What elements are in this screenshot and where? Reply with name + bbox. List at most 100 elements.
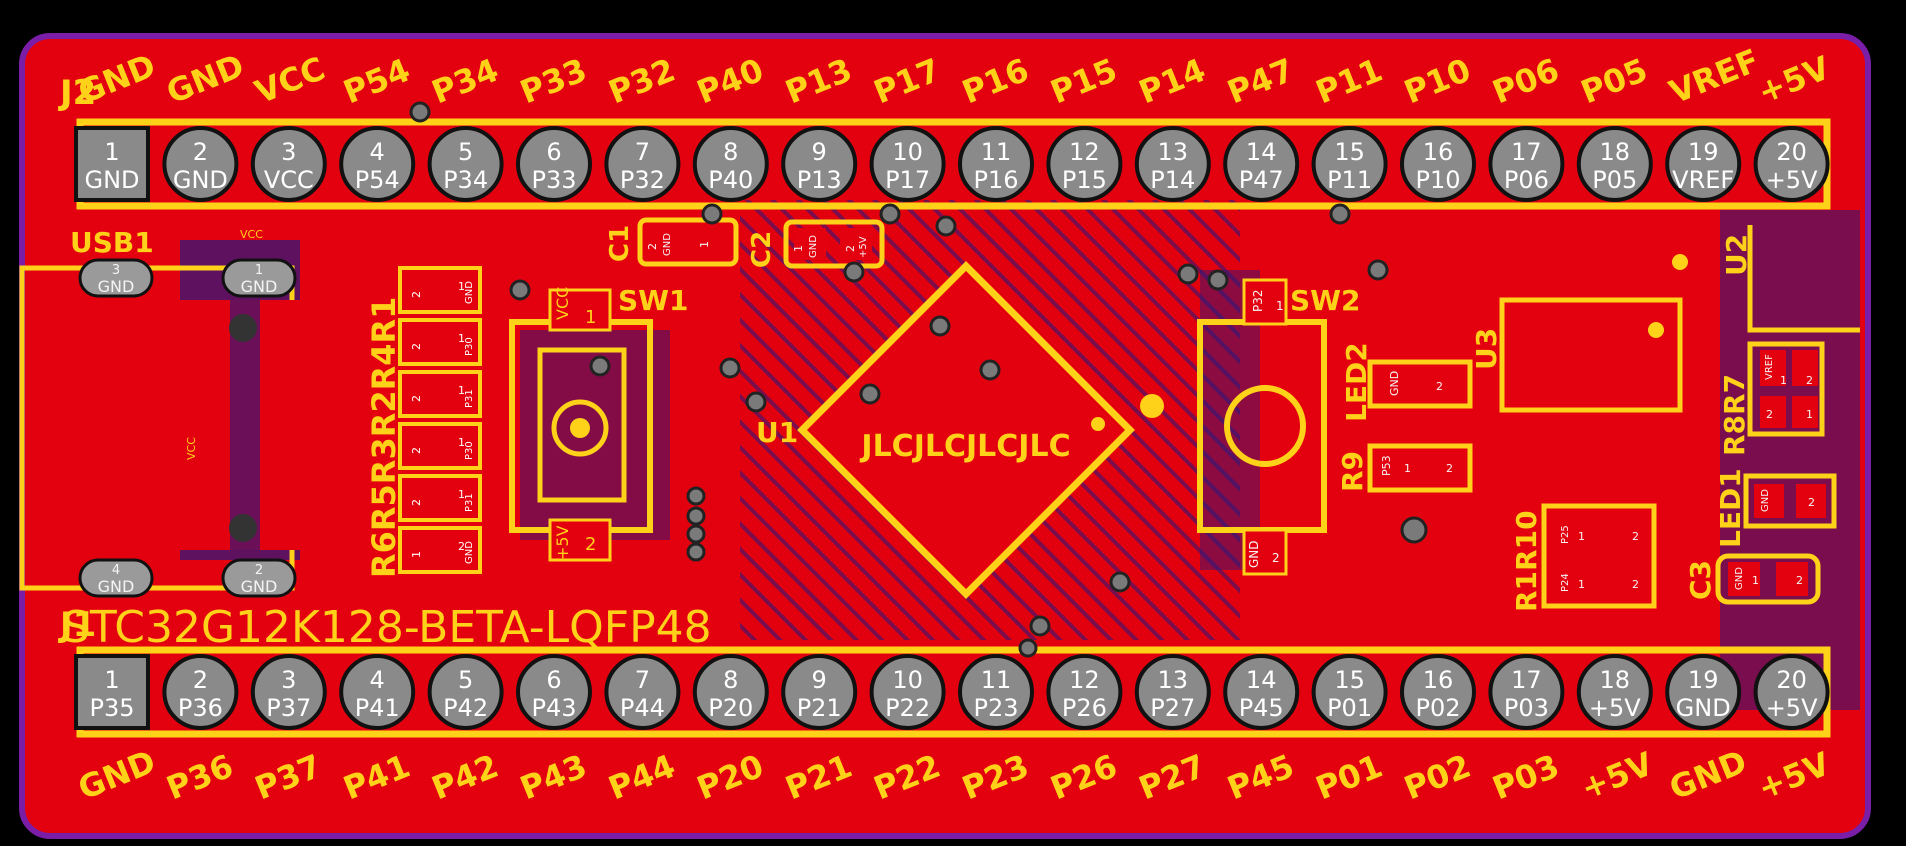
- top-header-designator: J2: [58, 73, 96, 113]
- top-header-pin-number: 18: [1600, 138, 1631, 166]
- svg-text:C1: C1: [605, 225, 635, 262]
- top-header-pin-net: P17: [885, 166, 930, 194]
- svg-text:1: 1: [792, 245, 805, 252]
- top-header-pin-number: 10: [892, 138, 923, 166]
- svg-text:P30: P30: [464, 337, 475, 356]
- top-header-pin-net: P47: [1239, 166, 1284, 194]
- top-header-pin-net: P32: [620, 166, 665, 194]
- usb-connector: USB1 3 GND 1 GND 4 GND 2 GND VCC VCC: [19, 226, 300, 598]
- switch-sw1: SW1 1 VCC 2 +5V: [509, 284, 689, 562]
- bottom-header-pin-number: 15: [1334, 666, 1365, 694]
- svg-text:GND: GND: [98, 277, 135, 296]
- top-header-pin-number: 20: [1776, 138, 1807, 166]
- bottom-header-pin-number: 8: [723, 666, 738, 694]
- bottom-header-pin-net: P20: [708, 694, 753, 722]
- svg-text:LED1: LED1: [1714, 468, 1747, 548]
- svg-text:2: 2: [1436, 380, 1443, 393]
- svg-text:1: 1: [698, 241, 711, 248]
- svg-text:R9: R9: [1336, 451, 1369, 492]
- bottom-header-pin-number: 12: [1069, 666, 1100, 694]
- ic-u2: U2: [1672, 225, 1860, 333]
- u1-designator: U1: [756, 416, 798, 449]
- top-header-pin-number: 12: [1069, 138, 1100, 166]
- svg-text:1: 1: [458, 488, 465, 501]
- resistors-r8-r7: R8R7 VREF 1 2 2 1: [1718, 341, 1825, 456]
- bottom-header: 1P352P363P374P415P426P437P448P209P2110P2…: [58, 605, 1835, 807]
- capacitor-c3: C3 GND 1 2: [1684, 553, 1821, 605]
- bottom-header-pin-net: P36: [178, 694, 223, 722]
- usb-pad-1: 1 GND: [221, 258, 297, 298]
- svg-text:GND: GND: [464, 281, 475, 304]
- led-led1: LED1 GND 2: [1714, 468, 1837, 548]
- svg-text:GND: GND: [464, 541, 475, 564]
- svg-text:VREF: VREF: [1764, 354, 1775, 380]
- svg-text:P31: P31: [464, 389, 475, 408]
- bottom-header-pin-number: 3: [281, 666, 296, 694]
- svg-text:C2: C2: [747, 231, 777, 268]
- top-header-pin-net: P40: [708, 166, 753, 194]
- bottom-header-pin-net: P44: [620, 694, 665, 722]
- bottom-header-pin-number: 17: [1511, 666, 1542, 694]
- top-header-pin-net: P14: [1150, 166, 1195, 194]
- svg-text:GND: GND: [1388, 371, 1401, 396]
- svg-text:2: 2: [458, 540, 465, 553]
- bottom-header-pin-net: P41: [355, 694, 400, 722]
- vias: [409, 101, 1428, 658]
- svg-text:GND: GND: [808, 235, 819, 258]
- bottom-header-pin-number: 13: [1158, 666, 1189, 694]
- top-header-pin-net: P33: [531, 166, 576, 194]
- svg-text:GND: GND: [98, 577, 135, 596]
- svg-text:1: 1: [458, 280, 465, 293]
- svg-text:2: 2: [1796, 574, 1803, 587]
- svg-text:1: 1: [1276, 299, 1284, 313]
- svg-text:P30: P30: [464, 441, 475, 460]
- svg-text:1: 1: [1806, 408, 1813, 421]
- bottom-header-pin-net: P02: [1415, 694, 1460, 722]
- svg-text:P24: P24: [1560, 573, 1571, 592]
- board-title: STC32G12K128-BETA-LQFP48: [62, 602, 712, 653]
- svg-text:2: 2: [1632, 530, 1639, 543]
- svg-text:2: 2: [410, 395, 423, 402]
- top-header-pin-number: 7: [635, 138, 650, 166]
- bottom-header-pin-number: 7: [635, 666, 650, 694]
- resistor-designators: R6R5R3R2R4R1: [365, 297, 403, 578]
- svg-text:+5V: +5V: [858, 236, 869, 258]
- bottom-header-pin-number: 16: [1423, 666, 1454, 694]
- bottom-header-designator: J1: [58, 605, 96, 645]
- bottom-header-pin-net: P37: [266, 694, 311, 722]
- bottom-header-pin-number: 19: [1688, 666, 1719, 694]
- svg-text:2: 2: [1806, 374, 1813, 387]
- bottom-header-pin-number: 5: [458, 666, 473, 694]
- top-header-pin-number: 5: [458, 138, 473, 166]
- svg-text:3: 3: [112, 263, 120, 278]
- bottom-header-pin-net: P03: [1504, 694, 1549, 722]
- svg-text:1: 1: [458, 384, 465, 397]
- bottom-header-pin-number: 14: [1246, 666, 1277, 694]
- svg-text:1: 1: [1404, 462, 1411, 475]
- bottom-header-pin-net: +5V: [1589, 694, 1641, 722]
- svg-text:GND: GND: [241, 277, 278, 296]
- bottom-header-pin-number: 20: [1776, 666, 1807, 694]
- svg-text:VCC: VCC: [553, 287, 572, 320]
- svg-text:1: 1: [458, 332, 465, 345]
- bottom-header-pin-net: P23: [973, 694, 1018, 722]
